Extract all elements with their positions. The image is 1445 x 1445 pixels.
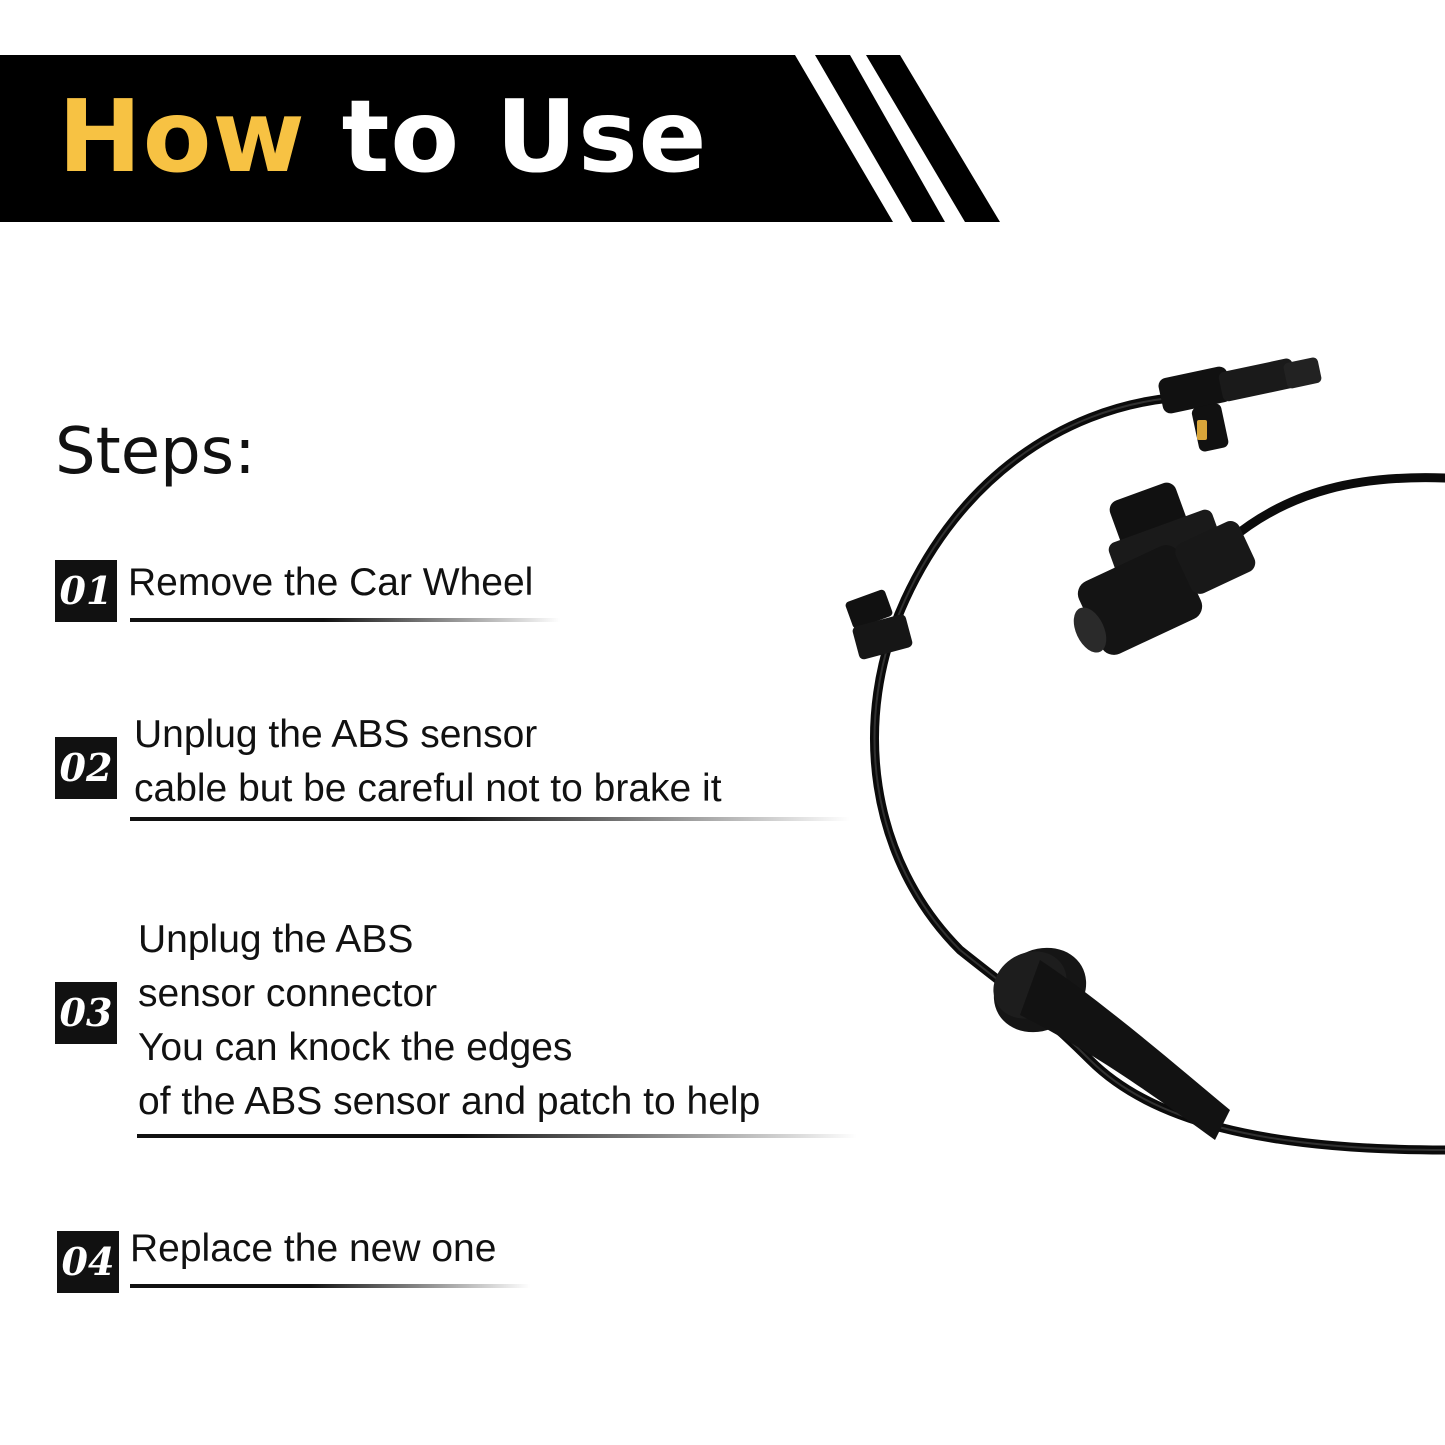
step-underline bbox=[137, 1134, 857, 1138]
title-highlight: How bbox=[58, 78, 306, 195]
cable-clip bbox=[845, 589, 913, 660]
step-line: cable but be careful not to brake it bbox=[134, 767, 722, 810]
step-number-badge: 03 bbox=[55, 982, 117, 1044]
step-line: Remove the Car Wheel bbox=[128, 561, 534, 604]
step-text: Unplug the ABS sensor cable but be caref… bbox=[134, 708, 722, 816]
banner-shape bbox=[0, 55, 1000, 222]
step-line: Replace the new one bbox=[130, 1227, 497, 1270]
connector-plug bbox=[1073, 482, 1256, 655]
title-rest: to Use bbox=[305, 78, 708, 195]
steps-heading: Steps: bbox=[55, 415, 256, 489]
step-text: Remove the Car Wheel bbox=[128, 556, 533, 610]
step-line: of the ABS sensor and patch to help bbox=[138, 1080, 761, 1123]
step-underline bbox=[130, 618, 560, 622]
step-number-badge: 01 bbox=[55, 560, 117, 622]
step-number-badge: 02 bbox=[55, 737, 117, 799]
header-banner: How to Use bbox=[0, 0, 1000, 222]
step-line: Unplug the ABS sensor bbox=[134, 713, 538, 756]
step-line: sensor connector bbox=[138, 972, 438, 1015]
step-underline bbox=[130, 817, 850, 821]
step-line: You can knock the edges bbox=[138, 1026, 573, 1069]
step-text: Unplug the ABS sensor connector You can … bbox=[138, 913, 760, 1129]
sensor-head bbox=[1158, 357, 1322, 452]
step-text: Replace the new one bbox=[130, 1222, 496, 1276]
page-title: How to Use bbox=[58, 82, 707, 192]
step-line: Unplug the ABS bbox=[138, 918, 414, 961]
cable-grommet bbox=[993, 947, 1230, 1140]
step-number-badge: 04 bbox=[57, 1231, 119, 1293]
abs-sensor-image bbox=[845, 357, 1445, 1155]
step-underline bbox=[130, 1284, 530, 1288]
